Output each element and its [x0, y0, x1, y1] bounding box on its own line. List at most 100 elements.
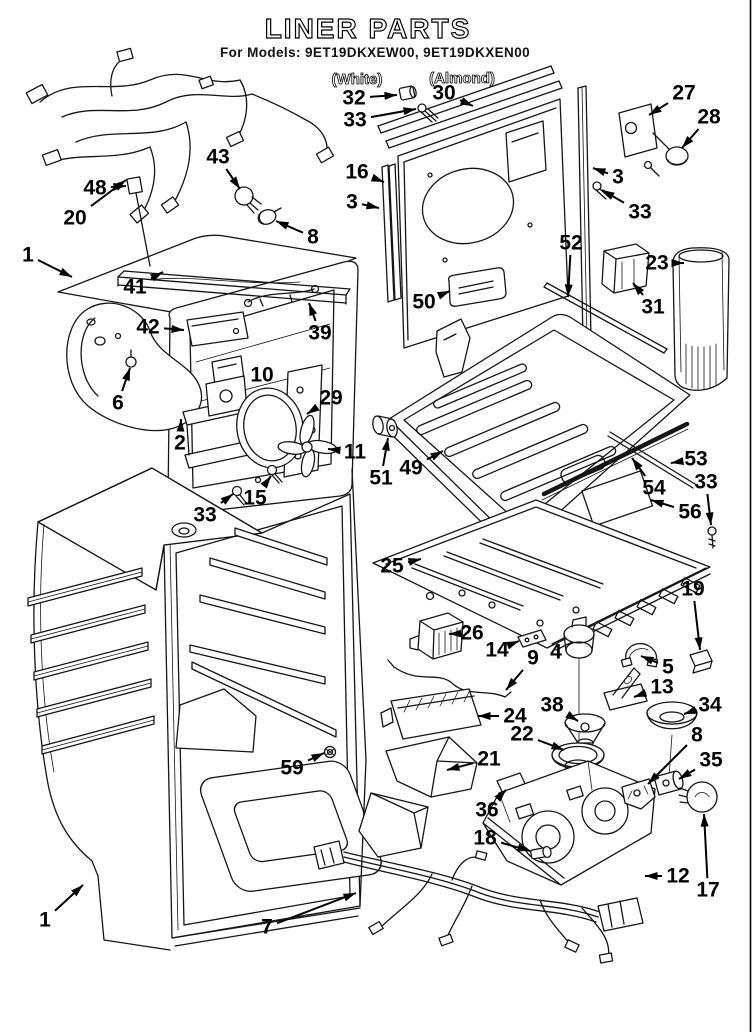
- callout-number-33d: 33: [694, 471, 717, 494]
- part-4-knob: [563, 616, 595, 749]
- callout-5: 5: [640, 655, 674, 679]
- callout-leader-5: [640, 655, 659, 665]
- callout-number-25: 25: [380, 555, 404, 578]
- callout-leader-8a: [275, 220, 304, 234]
- part-42-plate: [186, 311, 249, 347]
- callout-leader-1a: [37, 259, 73, 278]
- callout-3a: 3: [346, 191, 380, 214]
- part-54-heater-strip: [541, 421, 690, 501]
- part-8-socket: [257, 207, 282, 225]
- part-33-screw-top: [417, 103, 439, 123]
- callout-leader-3b: [592, 167, 609, 176]
- callout-leader-48: [110, 182, 127, 191]
- callout-33b: 33: [601, 189, 652, 224]
- callout-13: 13: [633, 676, 674, 699]
- callout-36: 36: [475, 789, 507, 822]
- callout-leader-6: [121, 367, 131, 392]
- callout-leader-35: [678, 768, 696, 780]
- callout-16: 16: [345, 161, 385, 184]
- callout-number-42: 42: [136, 316, 159, 339]
- callout-leader-11: [327, 446, 341, 455]
- callout-number-21: 21: [477, 748, 501, 771]
- callout-26: 26: [448, 622, 484, 645]
- callout-53: 53: [670, 448, 708, 471]
- part-53-rod: [607, 431, 696, 489]
- callout-number-18: 18: [473, 827, 497, 850]
- part-1-fresh-liner: [27, 467, 382, 951]
- part-18-bulb: [530, 845, 552, 860]
- part-10-motor: [205, 355, 248, 417]
- part-17-light-bulb: [678, 781, 718, 813]
- callout-9: 9: [505, 647, 539, 691]
- callout-7: 7: [261, 892, 357, 939]
- callout-number-50: 50: [412, 291, 435, 314]
- callout-number-29: 29: [319, 387, 342, 410]
- callout-number-17: 17: [696, 879, 719, 902]
- callout-number-28: 28: [697, 106, 721, 129]
- callout-leader-27: [648, 102, 669, 116]
- callout-4: 4: [550, 641, 562, 664]
- callout-48: 48: [83, 177, 127, 200]
- callout-leader-51: [381, 437, 390, 467]
- callout-leader-33b: [601, 189, 625, 204]
- callout-leader-29: [306, 403, 320, 415]
- part-48-clip: [126, 176, 151, 267]
- callout-number-31: 31: [641, 296, 665, 319]
- part-14-clip: [517, 629, 547, 648]
- callout-number-4: 4: [550, 641, 562, 664]
- callout-10: 10: [250, 364, 273, 387]
- callout-leader-39: [308, 302, 318, 322]
- callout-leader-59: [307, 752, 325, 762]
- callout-leader-15: [260, 475, 272, 489]
- callout-27: 27: [648, 82, 696, 116]
- callout-number-10: 10: [250, 364, 273, 387]
- callout-6: 6: [112, 367, 131, 415]
- callout-17: 17: [696, 813, 720, 902]
- part-11-fan-blade: [277, 414, 338, 478]
- callout-3b: 3: [592, 166, 624, 189]
- callout-number-52: 52: [559, 232, 582, 255]
- callout-leader-41: [150, 271, 164, 282]
- callout-leader-43: [225, 168, 241, 190]
- callout-leader-14: [505, 640, 520, 650]
- callout-number-6: 6: [112, 392, 124, 415]
- callout-8a: 8: [275, 220, 319, 249]
- part-33-screw-mid: [231, 485, 248, 506]
- callout-leader-54: [631, 457, 647, 477]
- part-3-back-panel: [377, 65, 569, 349]
- callout-leader-53: [670, 457, 684, 465]
- callout-12: 12: [645, 865, 690, 888]
- part-26-control: [409, 612, 464, 660]
- page-subtitle: For Models: 9ET19DKXEW00, 9ET19DKXEN00: [220, 45, 530, 60]
- callout-number-33c: 33: [193, 504, 216, 527]
- callout-21: 21: [446, 748, 501, 771]
- callout-number-3b: 3: [612, 166, 624, 189]
- callout-number-30: 30: [432, 82, 455, 105]
- callout-number-51: 51: [369, 467, 393, 490]
- callout-number-59: 59: [280, 757, 303, 780]
- callout-25: 25: [380, 555, 422, 578]
- part-33-screw-far-right: [707, 526, 717, 549]
- part-7-wire-harness: [313, 840, 644, 964]
- callout-number-23: 23: [645, 252, 668, 275]
- callout-number-8a: 8: [307, 226, 319, 249]
- callout-19: 19: [681, 578, 705, 651]
- callout-number-49: 49: [399, 457, 422, 480]
- callout-11: 11: [327, 441, 366, 464]
- callout-leader-22: [537, 739, 565, 751]
- part-24-shield: [380, 688, 482, 740]
- callout-leader-17: [700, 813, 709, 879]
- callout-leader-34: [683, 706, 698, 715]
- page-title: LINER PARTS: [265, 13, 472, 44]
- callout-leader-8b: [647, 744, 688, 785]
- callout-number-22: 22: [510, 723, 533, 746]
- callout-leader-18: [500, 841, 531, 852]
- callout-35: 35: [678, 749, 723, 780]
- callout-8b: 8: [647, 724, 703, 785]
- part-43-light-bulb: [234, 186, 262, 214]
- callout-54: 54: [631, 457, 666, 500]
- callout-number-2: 2: [174, 432, 186, 455]
- callout-30: 30: [432, 82, 474, 107]
- part-23-air-tower: [672, 247, 730, 391]
- part-12-console: [482, 760, 656, 886]
